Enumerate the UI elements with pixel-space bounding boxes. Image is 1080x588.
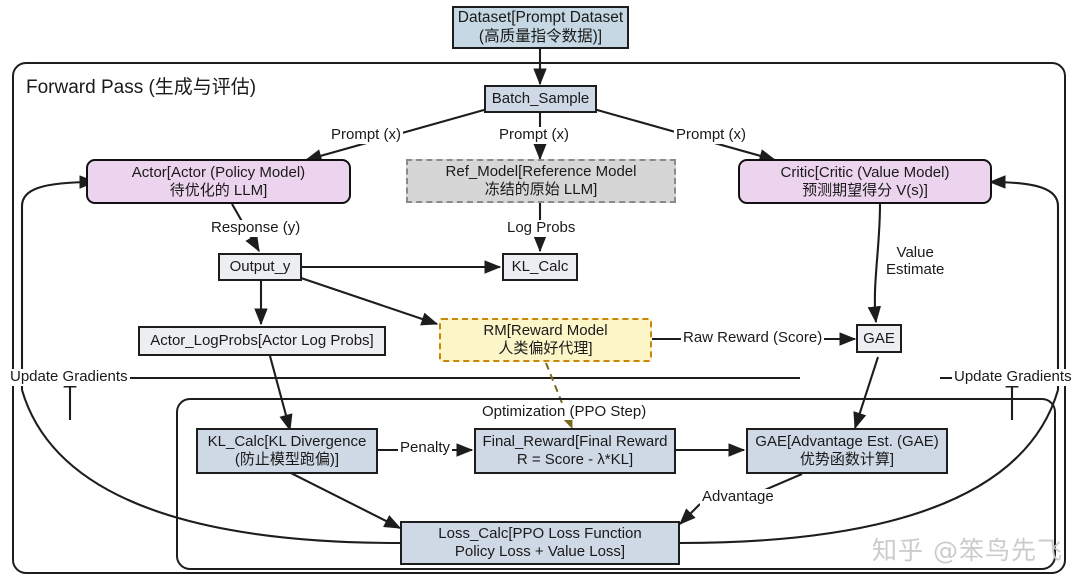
edge-label-log-probs: Log Probs [505,219,578,237]
node-actor-logprobs-label: Actor_LogProbs[Actor Log Probs] [150,332,374,350]
node-kl-divergence[interactable]: KL_Calc[KL Divergence (防止模型跑偏)] [196,428,378,474]
node-loss-calc-label: Loss_Calc[PPO Loss Function Policy Loss … [438,525,642,560]
node-kl-calc-small[interactable]: KL_Calc [502,253,578,281]
node-final-reward[interactable]: Final_Reward[Final Reward R = Score - λ*… [474,428,676,474]
node-actor[interactable]: Actor[Actor (Policy Model) 待优化的 LLM] [86,159,351,204]
edge-label-update-gradients-right: Update Gradients [952,368,1074,386]
edge-label-update-gradients-left: Update Gradients [8,368,130,386]
node-ref-model[interactable]: Ref_Model[Reference Model 冻结的原始 LLM] [406,159,676,203]
node-kl-divergence-label: KL_Calc[KL Divergence (防止模型跑偏)] [207,433,367,468]
node-reward-model[interactable]: RM[Reward Model 人类偏好代理] [439,318,652,362]
node-gae-advantage[interactable]: GAE[Advantage Est. (GAE) 优势函数计算] [746,428,948,474]
node-actor-label: Actor[Actor (Policy Model) 待优化的 LLM] [131,163,306,199]
node-reward-model-label: RM[Reward Model 人类偏好代理] [483,322,608,357]
edge-label-raw-reward: Raw Reward (Score) [681,329,825,347]
node-gae-small[interactable]: GAE [856,324,902,353]
node-final-reward-label: Final_Reward[Final Reward R = Score - λ*… [482,433,668,468]
node-output-y-label: Output_y [229,258,291,276]
edge-label-prompt-right: Prompt (x) [674,126,749,144]
node-dataset-label: Dataset[Prompt Dataset (高质量指令数据)] [457,9,624,45]
edge-label-prompt-center: Prompt (x) [497,126,572,144]
watermark: 知乎 @笨鸟先飞 [872,536,1063,565]
node-batch-sample-label: Batch_Sample [491,90,590,108]
edge-label-prompt-left: Prompt (x) [329,126,404,144]
edge-label-response-y: Response (y) [209,219,303,237]
node-critic-label: Critic[Critic (Value Model) 预测期望得分 V(s)] [780,163,950,199]
node-ref-model-label: Ref_Model[Reference Model 冻结的原始 LLM] [445,163,637,198]
node-output-y[interactable]: Output_y [218,253,302,281]
edge-label-penalty: Penalty [398,439,453,457]
node-batch-sample[interactable]: Batch_Sample [484,85,597,113]
node-critic[interactable]: Critic[Critic (Value Model) 预测期望得分 V(s)] [738,159,992,204]
node-actor-logprobs[interactable]: Actor_LogProbs[Actor Log Probs] [138,326,386,356]
node-gae-small-label: GAE [863,329,895,347]
node-kl-calc-small-label: KL_Calc [511,258,569,276]
edge-label-advantage: Advantage [700,488,776,506]
edge-label-value-estimate: Value Estimate [884,244,947,279]
node-gae-advantage-label: GAE[Advantage Est. (GAE) 优势函数计算] [755,433,939,468]
node-loss-calc[interactable]: Loss_Calc[PPO Loss Function Policy Loss … [400,521,680,565]
node-dataset[interactable]: Dataset[Prompt Dataset (高质量指令数据)] [452,6,629,49]
group-forward-pass-title: Forward Pass (生成与评估) [22,72,261,99]
group-optimization-title: Optimization (PPO Step) [478,403,651,420]
